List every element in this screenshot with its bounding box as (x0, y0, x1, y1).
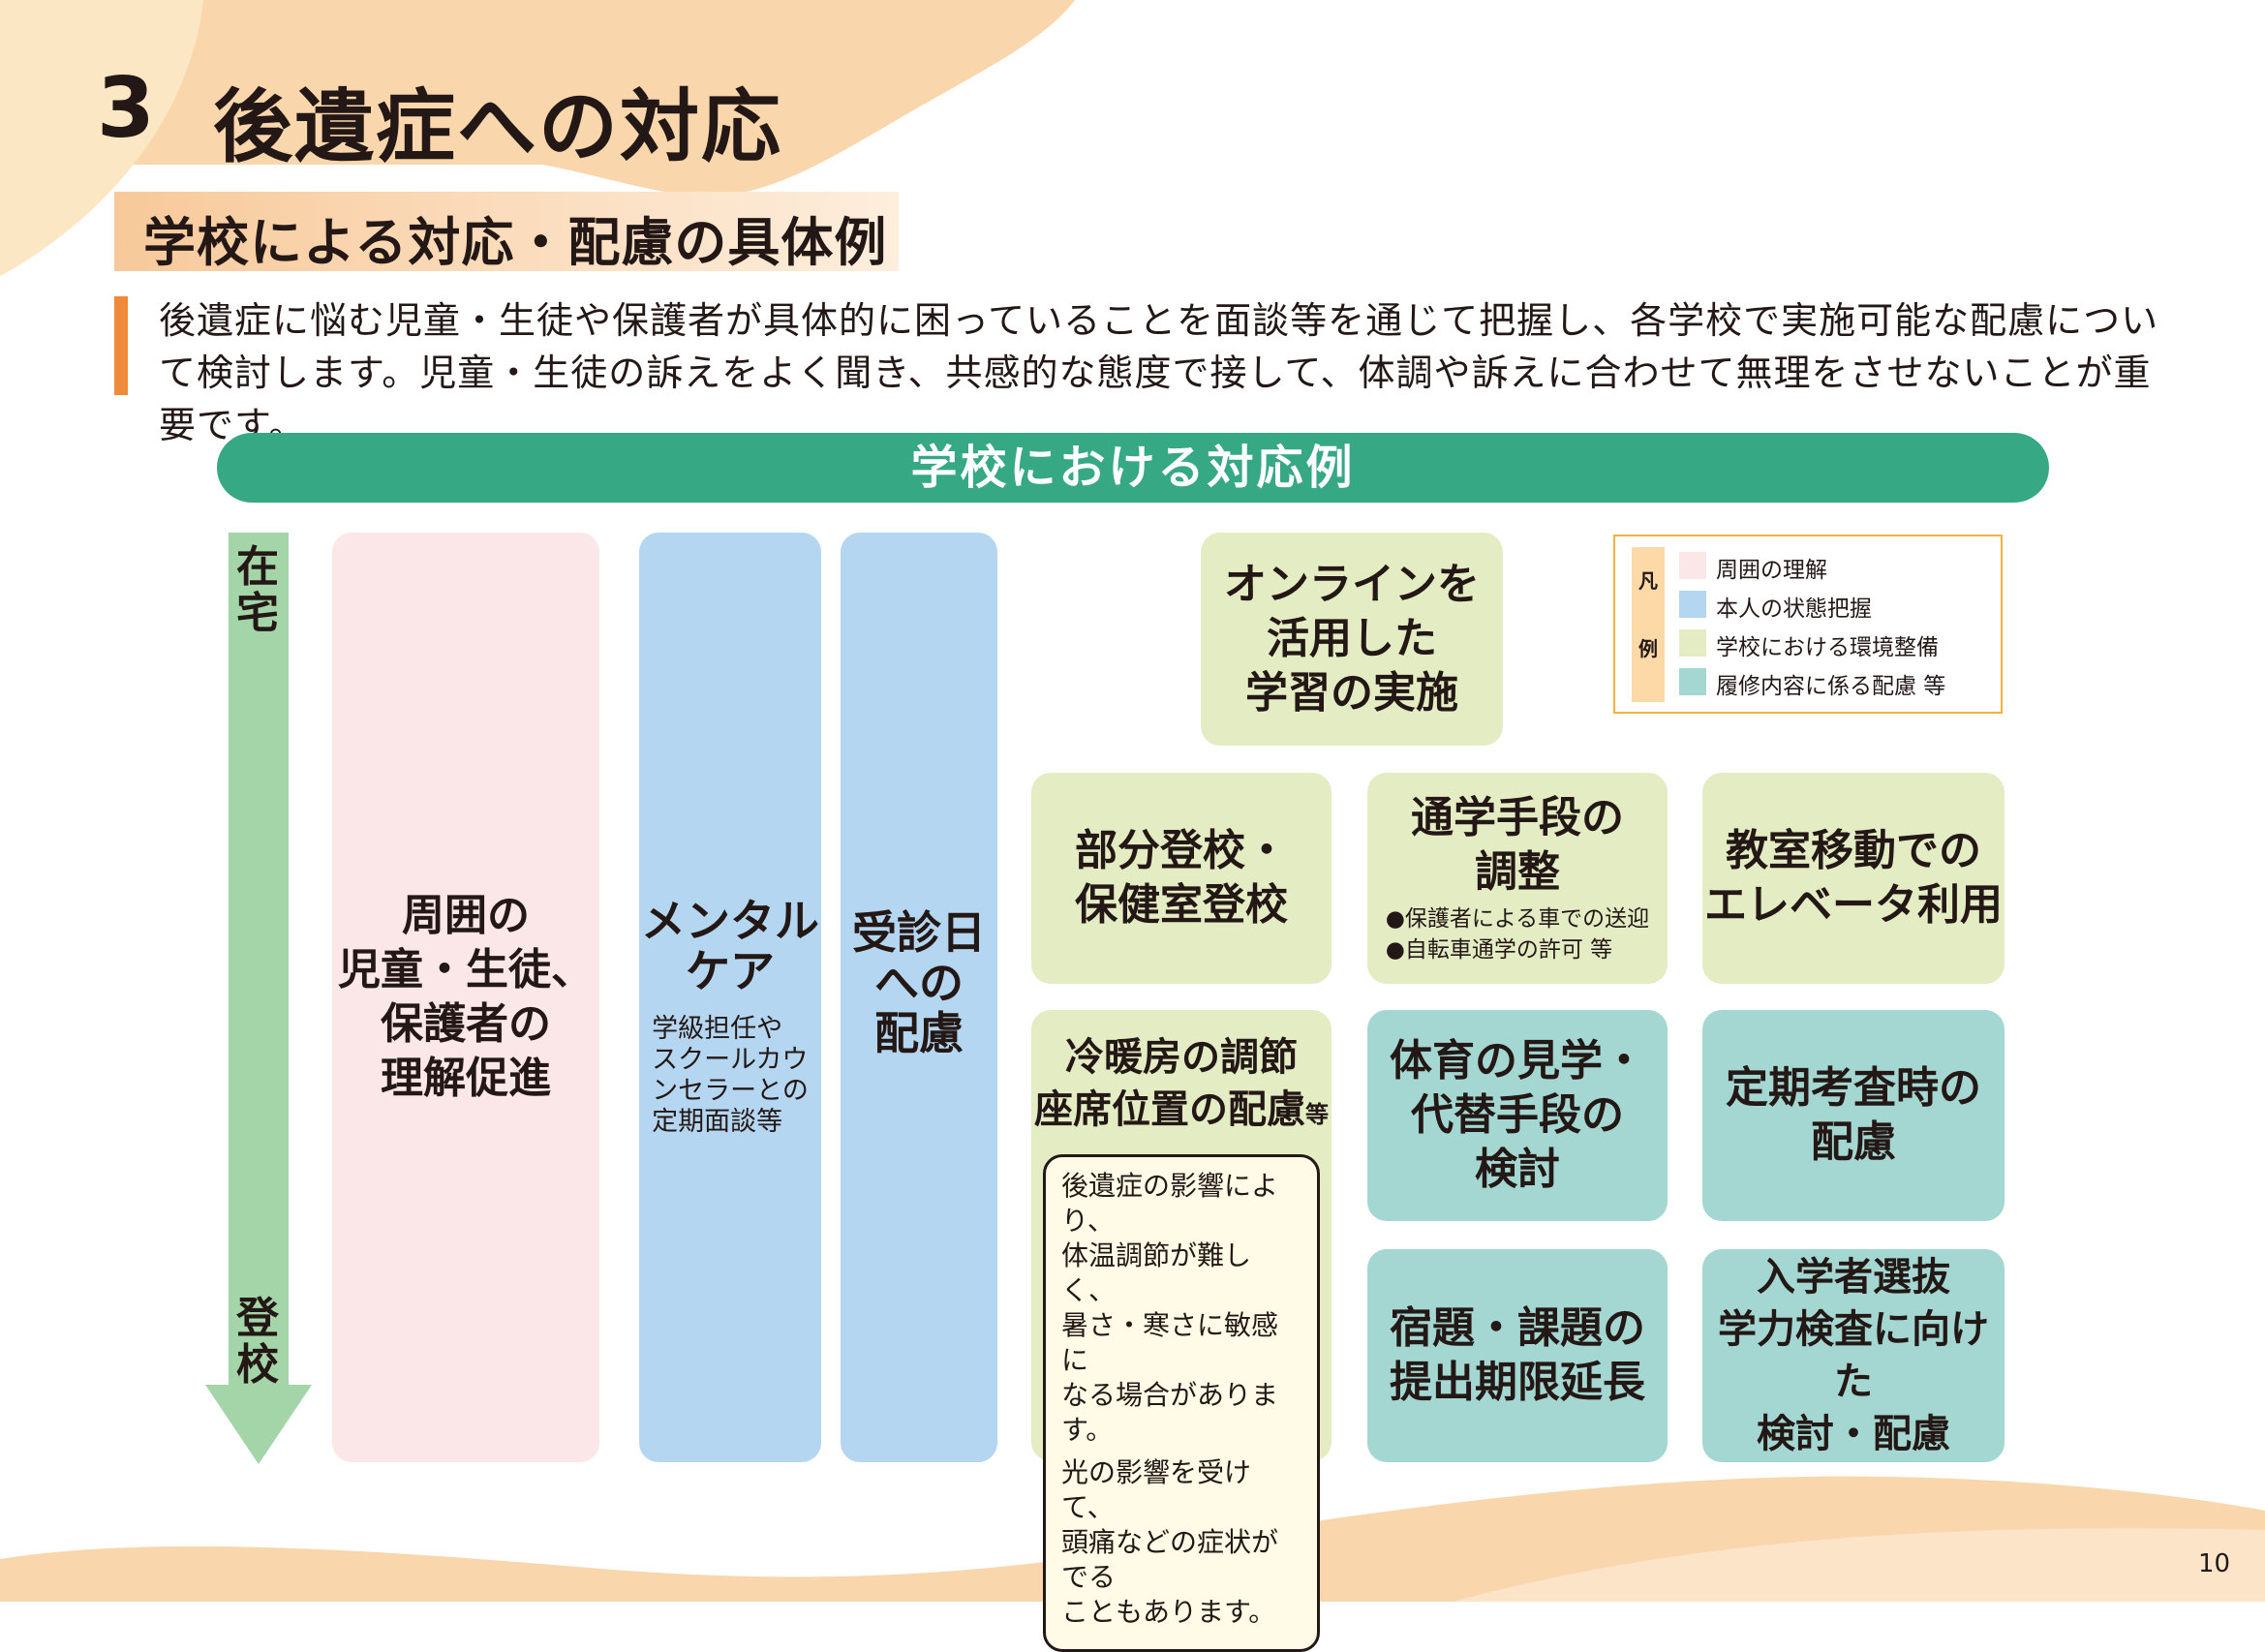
card-partial-attendance: 部分登校・ 保健室登校 (1031, 773, 1331, 984)
card-online-learning: オンラインを 活用した 学習の実施 (1201, 533, 1503, 746)
legend-item-2: 本人の状態把握 (1716, 597, 1872, 622)
intro-accent-bar (114, 296, 128, 395)
bottom-wave-light-decoration (1453, 1528, 2265, 1602)
page-subtitle: 学校による対応・配慮の具体例 (143, 212, 888, 273)
card-peer-understanding: 周囲の 児童・生徒、 保護者の 理解促進 (332, 533, 599, 1462)
card-exam-consideration-text: 定期考査時の 配慮 (1726, 1063, 1981, 1167)
temperature-note-2: 光の影響を受けて、 頭痛などの症状がでる こともあります。 (1061, 1456, 1279, 1628)
section-number: 3 (97, 60, 157, 157)
card-pe-alternatives-text: 体育の見学・ 代替手段の 検討 (1390, 1036, 1645, 1194)
card-mental-care: メンタル ケア 学級担任や スクールカウ ンセラーとの 定期面談等 (639, 533, 821, 1462)
legend-swatch-blue (1679, 591, 1706, 618)
legend-swatch-teal (1679, 668, 1706, 695)
card-homework-extension-text: 宿題・課題の 提出期限延長 (1390, 1303, 1645, 1407)
card-elevator: 教室移動での エレベータ利用 (1702, 773, 2005, 984)
temperature-note: 後遺症の影響により、 体温調節が難しく、 暑さ・寒さに敏感に なる場合があります… (1043, 1154, 1320, 1652)
intro-paragraph: 後遺症に悩む児童・生徒や保護者が具体的に困っていることを面談等を通じて把握し、各… (159, 299, 2159, 446)
card-seating-line2: 座席位置の配慮 (1034, 1087, 1305, 1132)
card-pe-alternatives: 体育の見学・ 代替手段の 検討 (1367, 1010, 1668, 1221)
background-decoration (0, 0, 2265, 1602)
legend-swatch-pink (1679, 552, 1706, 579)
legend-item-1: 周囲の理解 (1716, 558, 1827, 583)
card-mental-care-title: メンタル ケア (641, 895, 819, 997)
card-temperature-seating: 冷暖房の調節 座席位置の配慮等 後遺症の影響により、 体温調節が難しく、 暑さ・… (1031, 1010, 1331, 1652)
section-banner: 学校における対応例 (217, 433, 2049, 503)
arrow-label-home: 在 宅 (236, 542, 279, 638)
top-left-sun-decoration (0, 0, 203, 276)
card-commute-adjustment-title: 通学手段の 調整 (1411, 793, 1624, 897)
legend (1613, 535, 2003, 714)
card-commute-adjustment: 通学手段の 調整 ●保護者による車での送迎 ●自転車通学の許可 等 (1367, 773, 1668, 984)
subtitle-background (114, 192, 899, 271)
card-elevator-text: 教室移動での エレベータ利用 (1704, 826, 2003, 930)
card-admission-exam: 入学者選抜 学力検査に向けた 検討・配慮 (1702, 1249, 2005, 1462)
card-seating-suffix: 等 (1305, 1101, 1329, 1128)
arrow-label-school: 登 校 (236, 1294, 279, 1390)
card-exam-consideration: 定期考査時の 配慮 (1702, 1010, 2005, 1221)
legend-title: 凡 例 (1638, 569, 1658, 660)
card-homework-extension: 宿題・課題の 提出期限延長 (1367, 1249, 1668, 1462)
commute-item-1: ●保護者による車での送迎 (1385, 906, 1650, 932)
card-admission-exam-text: 入学者選抜 学力検査に向けた 検討・配慮 (1718, 1255, 1989, 1456)
temperature-note-1: 後遺症の影響により、 体温調節が難しく、 暑さ・寒さに敏感に なる場合があります… (1061, 1170, 1279, 1446)
card-partial-attendance-text: 部分登校・ 保健室登校 (1075, 826, 1288, 930)
card-medical-visit-text: 受診日 への 配慮 (852, 906, 986, 1059)
down-arrow-icon (205, 533, 312, 1464)
legend-swatch-green (1679, 629, 1706, 657)
page-number: 10 (2198, 1549, 2231, 1578)
legend-label-bg: 凡 例 (1632, 547, 1665, 702)
page-title: 後遺症への対応 (213, 81, 783, 173)
card-peer-understanding-text: 周囲の 児童・生徒、 保護者の 理解促進 (338, 891, 594, 1103)
card-medical-visit: 受診日 への 配慮 (841, 533, 997, 1462)
card-online-learning-text: オンラインを 活用した 学習の実施 (1224, 560, 1480, 718)
commute-item-2: ●自転車通学の許可 等 (1385, 937, 1613, 963)
top-wave-decoration (0, 0, 1075, 197)
legend-item-4: 履修内容に係る配慮 等 (1716, 674, 1946, 699)
card-temperature-line1: 冷暖房の調節 (1065, 1035, 1298, 1080)
card-mental-care-note: 学級担任や スクールカウ ンセラーとの 定期面談等 (652, 1014, 809, 1137)
legend-item-3: 学校における環境整備 (1716, 635, 1939, 660)
